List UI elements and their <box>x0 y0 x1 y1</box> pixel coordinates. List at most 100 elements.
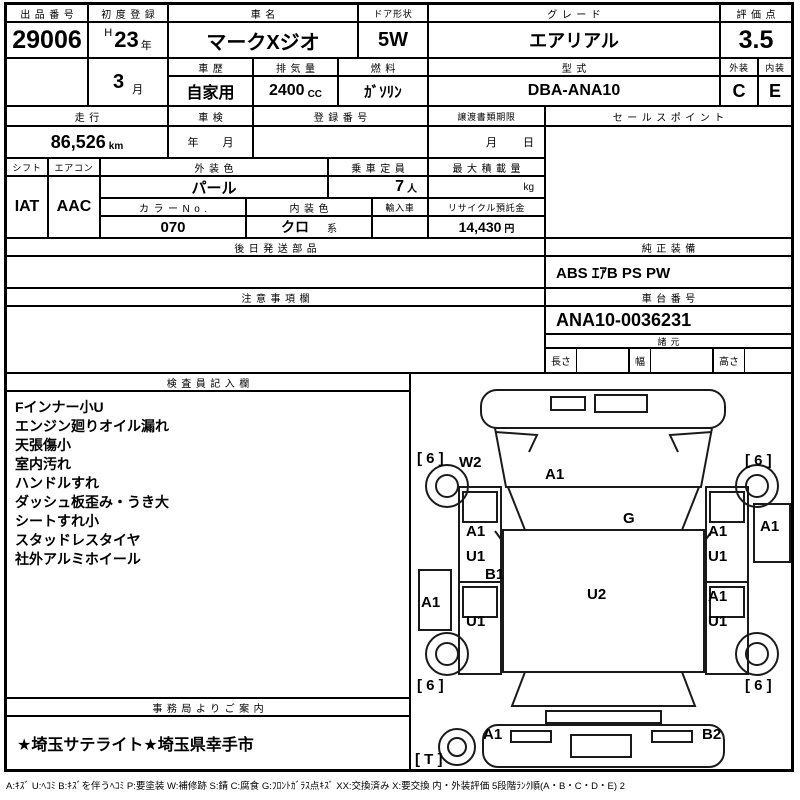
car-name-label: 車名 <box>168 4 358 22</box>
model-code-value: DBA-ANA10 <box>428 76 720 106</box>
damage-mark-rear-bumper-right: B2 <box>702 726 722 743</box>
chassis-no-label: 車台番号 <box>545 288 792 306</box>
damage-mark-left-front-pillar: W2 <box>459 454 482 471</box>
registration-no-label: 登録番号 <box>253 106 428 126</box>
shift-value: IAT <box>6 176 48 238</box>
damage-mark-windshield: G <box>623 510 635 527</box>
score-label: 評価点 <box>720 4 792 22</box>
displacement-number: 2400 <box>268 82 305 99</box>
aircon-label: エアコン <box>48 158 100 176</box>
color-no-label: カラーNo. <box>100 198 246 216</box>
first-reg-year-value: 23 <box>114 27 139 52</box>
damage-mark-right-front-fender: A1 <box>760 518 780 535</box>
interior-color-name: クロ <box>281 219 309 235</box>
inspection-label: 車検 <box>168 106 253 126</box>
first-reg-era: H <box>104 27 113 39</box>
damage-mark-tire-front-left: [ 6 ] <box>417 450 444 467</box>
grade-label: グレード <box>428 4 720 22</box>
interior-grade-label: 内装 <box>758 58 792 76</box>
first-registration-year: H 23 年 <box>88 22 168 58</box>
damage-mark-rear-bumper-left: A1 <box>483 726 503 743</box>
inspection-month-unit: 月 <box>222 137 234 149</box>
capacity-value: 7 人 <box>328 176 428 198</box>
inspector-note: 室内汚れ <box>15 456 71 472</box>
caution-value <box>6 306 545 373</box>
damage-mark-tire-rear-right: [ 6 ] <box>745 677 772 694</box>
later-parts-value <box>6 256 545 288</box>
import-car-value <box>372 216 428 238</box>
history-value: 自家用 <box>168 76 253 106</box>
sales-point-label: セールスポイント <box>545 106 792 126</box>
first-reg-year-unit: 年 <box>140 40 152 52</box>
car-outline-drawing <box>418 389 791 768</box>
genuine-equipment-value: ABS ｴｱB PS PW <box>545 256 792 288</box>
car-name-value: マークXジオ <box>168 22 358 58</box>
door-shape-value: 5W <box>358 22 428 58</box>
recycle-number: 14,430 <box>458 219 502 235</box>
first-registration-month: 3 月 <box>88 58 168 106</box>
capacity-number: 7 <box>395 178 404 195</box>
damage-mark-hood: A1 <box>545 466 565 483</box>
inspector-note: ハンドルすれ <box>15 475 99 491</box>
first-reg-month-value: 3 <box>112 70 125 93</box>
spec-length-cell: 長さ <box>545 348 629 373</box>
damage-mark-tire-front-right: [ 6 ] <box>745 452 772 469</box>
damage-mark-right-front-door: A1 <box>708 523 728 540</box>
damage-mark-spare-tire: [ T ] <box>415 751 443 768</box>
import-car-label: 輸入車 <box>372 198 428 216</box>
interior-grade-value: E <box>758 76 792 106</box>
inspection-year-unit: 年 <box>187 137 199 149</box>
spec-length-label: 長さ <box>546 349 577 372</box>
auction-no-empty-cell <box>6 58 88 106</box>
displacement-unit: CC <box>307 89 323 100</box>
inspector-note: 社外アルミホイール <box>15 551 141 567</box>
mileage-label: 走行 <box>6 106 168 126</box>
auction-no-label: 出品番号 <box>6 4 88 22</box>
first-reg-month-unit: 月 <box>132 84 144 96</box>
aircon-value: AAC <box>48 176 100 238</box>
inspection-value: 年 月 <box>168 126 253 158</box>
max-load-unit: kg <box>523 181 534 193</box>
damage-mark-right-rear-door: A1 <box>708 588 728 605</box>
recycle-deposit-label: リサイクル預託金 <box>428 198 545 216</box>
transfer-deadline-label: 譲渡書類期限 <box>428 106 545 126</box>
later-parts-label: 後日発送部品 <box>6 238 545 256</box>
inspector-note: シートすれ小 <box>15 513 99 529</box>
score-value: 3.5 <box>720 22 792 58</box>
interior-color-value: クロ 系 <box>246 216 372 238</box>
damage-mark-left-front-door: U1 <box>466 548 486 565</box>
mileage-number: 86,526 <box>50 131 106 152</box>
history-label: 車歴 <box>168 58 253 76</box>
max-load-label: 最大積載量 <box>428 158 545 176</box>
capacity-label: 乗車定員 <box>328 158 428 176</box>
spec-width-cell: 幅 <box>629 348 713 373</box>
spec-width-label: 幅 <box>630 349 651 372</box>
first-registration-label: 初度登録 <box>88 4 168 22</box>
damage-code-legend: A:ｷｽﾞ U:ﾍｺﾐ B:ｷｽﾞを伴うﾍｺﾐ P:要塗装 W:補修跡 S:錆 … <box>6 781 625 792</box>
inspector-note: Fインナー小U <box>15 399 104 415</box>
damage-mark-left-rear-door: U1 <box>466 613 486 630</box>
damage-mark-roof: U2 <box>587 586 607 603</box>
transfer-day-unit: 日 <box>523 137 534 149</box>
capacity-unit: 人 <box>407 184 417 195</box>
inspector-note: スタッドレスタイヤ <box>15 532 141 548</box>
spec-height-label: 高さ <box>714 349 745 372</box>
chassis-no-value: ANA10-0036231 <box>545 306 792 334</box>
spec-label: 諸元 <box>545 334 792 348</box>
auction-sheet: 出品番号 29006 初度登録 H 23 年 3 月 車名 マークXジオ ドア形… <box>4 2 794 772</box>
mileage-unit: km <box>108 141 124 152</box>
shift-label: シフト <box>6 158 48 176</box>
model-code-label: 型式 <box>428 58 720 76</box>
door-shape-label: ドア形状 <box>358 4 428 22</box>
damage-mark-left-rocker: A1 <box>421 594 441 611</box>
office-message-label: 事務局よりご案内 <box>6 698 410 716</box>
interior-color-unit: 系 <box>327 223 337 235</box>
recycle-unit: 円 <box>504 224 515 235</box>
exterior-grade-value: C <box>720 76 758 106</box>
fuel-value: ｶﾞｿﾘﾝ <box>338 76 428 106</box>
transfer-deadline-value: 月 日 <box>428 126 545 158</box>
genuine-equipment-label: 純正装備 <box>545 238 792 256</box>
